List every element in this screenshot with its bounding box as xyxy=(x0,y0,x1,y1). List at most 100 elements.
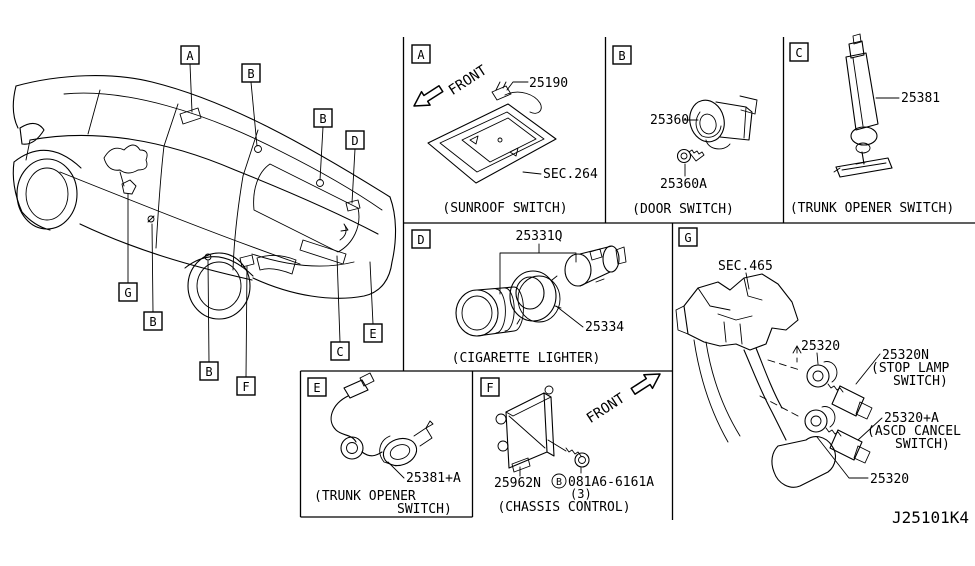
panel-label-box-a xyxy=(411,44,431,64)
door-switch-drawing xyxy=(689,95,758,150)
part-label-25320-top: 25320 xyxy=(801,339,840,354)
sunroof-switch-drawing xyxy=(427,81,557,184)
cowl-detail xyxy=(103,144,148,187)
front-arrow-icon xyxy=(630,373,661,395)
stop-lamp-caption-line1: (STOP LAMP xyxy=(871,361,949,376)
callout-letter-d: D xyxy=(351,134,358,148)
car-callouts: A B B D G B B F C E xyxy=(118,45,383,396)
ascd-caption-line2: SWITCH) xyxy=(895,437,950,452)
panel-e-caption-line2: SWITCH) xyxy=(397,502,452,517)
callout-letter-b1: B xyxy=(247,67,254,81)
panel-a: A FRONT 25190 SEC.264 (SUNROOF SWITCH) xyxy=(411,44,598,216)
bolt-drawing xyxy=(547,439,590,468)
callout-box-c xyxy=(330,341,350,361)
part-label-25320-bottom: 25320 xyxy=(870,472,909,487)
door-switch-target xyxy=(254,145,262,153)
panel-label-b: B xyxy=(618,49,625,63)
panel-e: E 25381+A (TRUNK OPENER SWITCH) xyxy=(307,372,461,517)
bolt-qty-label: (3) xyxy=(570,487,592,501)
rear-hatch-detail xyxy=(251,163,360,275)
part-label-25381: 25381 xyxy=(901,91,940,106)
panel-label-box-e xyxy=(307,377,327,397)
panel-label-g: G xyxy=(684,231,691,245)
lighter-socket-drawing xyxy=(455,286,524,337)
panel-label-box-b xyxy=(612,45,632,65)
taillight-icon xyxy=(256,255,297,275)
part-label-25320a: 25320+A xyxy=(884,411,939,426)
panel-f-caption: (CHASSIS CONTROL) xyxy=(497,500,630,515)
callout-box-f xyxy=(236,376,256,396)
part-label-25334: 25334 xyxy=(585,320,624,335)
callout-box-b1 xyxy=(241,63,261,83)
panel-label-box-f xyxy=(480,377,500,397)
callout-letter-c: C xyxy=(336,345,343,359)
part-label-25381a: 25381+A xyxy=(406,471,461,486)
part-label-25331q: 25331Q xyxy=(516,229,563,244)
pedal-target xyxy=(121,179,137,195)
door-switch-target xyxy=(316,179,324,187)
callout-box-g xyxy=(118,282,138,302)
chassis-control-target xyxy=(239,254,255,268)
diagram-code: J25101K4 xyxy=(892,508,969,527)
ascd-caption-line1: (ASCD CANCEL xyxy=(867,424,961,439)
panel-d: D 25331Q 25334 (CIGARETTE LIGHTER) xyxy=(411,229,627,366)
callout-letter-b4: B xyxy=(205,365,212,379)
ascd-cancel-switch-drawing xyxy=(804,406,871,464)
panel-borders xyxy=(299,37,975,520)
trunk-opener-switch-drawing xyxy=(833,33,893,178)
panel-b-caption: (DOOR SWITCH) xyxy=(632,202,734,217)
callout-box-b3 xyxy=(143,311,163,331)
pedal-assembly-drawing xyxy=(675,273,837,488)
callout-letter-b2: B xyxy=(319,112,326,126)
chassis-control-module-drawing xyxy=(495,385,555,473)
section-ref-label: SEC.465 xyxy=(718,259,773,274)
section-ref-label: SEC.264 xyxy=(543,167,598,182)
callout-letter-a: A xyxy=(186,49,194,63)
panel-a-caption: (SUNROOF SWITCH) xyxy=(442,201,567,216)
part-label-25962n: 25962N xyxy=(494,476,541,491)
part-label-25320n: 25320N xyxy=(882,348,929,363)
stop-lamp-switch-drawing xyxy=(806,361,873,420)
callout-box-e xyxy=(363,323,383,343)
callout-box-b4 xyxy=(199,361,219,381)
bolt-marker-letter: B xyxy=(556,477,562,488)
panel-g: G SEC.465 xyxy=(675,227,961,488)
panel-label-d: D xyxy=(417,233,424,247)
lighter-ring-drawing xyxy=(509,270,562,325)
sunroof-switch-target xyxy=(179,107,202,125)
panel-e-caption-line1: (TRUNK OPENER xyxy=(314,489,416,504)
part-label-25360a: 25360A xyxy=(660,177,707,192)
trunk-opener-switch-e-drawing xyxy=(330,372,434,467)
panel-f: F FRONT 25962N B 081A6-6161A (3) (CHASSI… xyxy=(480,373,661,515)
lighter-plug-drawing xyxy=(564,245,627,287)
callout-box-d xyxy=(345,130,365,150)
door-switch-target xyxy=(147,215,155,223)
panel-label-box-c xyxy=(789,42,809,62)
callout-letter-f: F xyxy=(242,380,249,394)
part-label-25190: 25190 xyxy=(529,76,568,91)
callout-letter-e: E xyxy=(369,327,376,341)
front-direction-label: FRONT xyxy=(446,62,491,99)
part-label-25360: 25360 xyxy=(650,113,689,128)
panel-label-c: C xyxy=(795,46,802,60)
front-direction-label: FRONT xyxy=(584,390,629,427)
panel-b: B 25360 25360A (DOOR SWITCH) xyxy=(612,45,758,217)
bracket-leader xyxy=(499,243,577,295)
panel-label-f: F xyxy=(486,381,493,395)
pedal-pad-icon xyxy=(771,436,837,488)
side-mirror-icon xyxy=(19,122,45,145)
stop-lamp-caption-line2: SWITCH) xyxy=(893,374,948,389)
panel-d-caption: (CIGARETTE LIGHTER) xyxy=(452,351,601,366)
part-label-081a6: 081A6-6161A xyxy=(568,475,654,490)
callout-box-b2 xyxy=(313,108,333,128)
panel-c: C 25381 (TRUNK OPENER SWITCH) xyxy=(789,33,954,216)
panel-label-a: A xyxy=(417,48,425,62)
car-diagram: A B B D G B B F C E xyxy=(12,45,397,396)
door-switch-screw-drawing xyxy=(676,148,705,164)
rear-wheel-icon xyxy=(187,252,251,320)
callout-box-a xyxy=(180,45,200,65)
cigarette-lighter-target xyxy=(345,199,361,212)
callout-letter-g: G xyxy=(124,286,131,300)
